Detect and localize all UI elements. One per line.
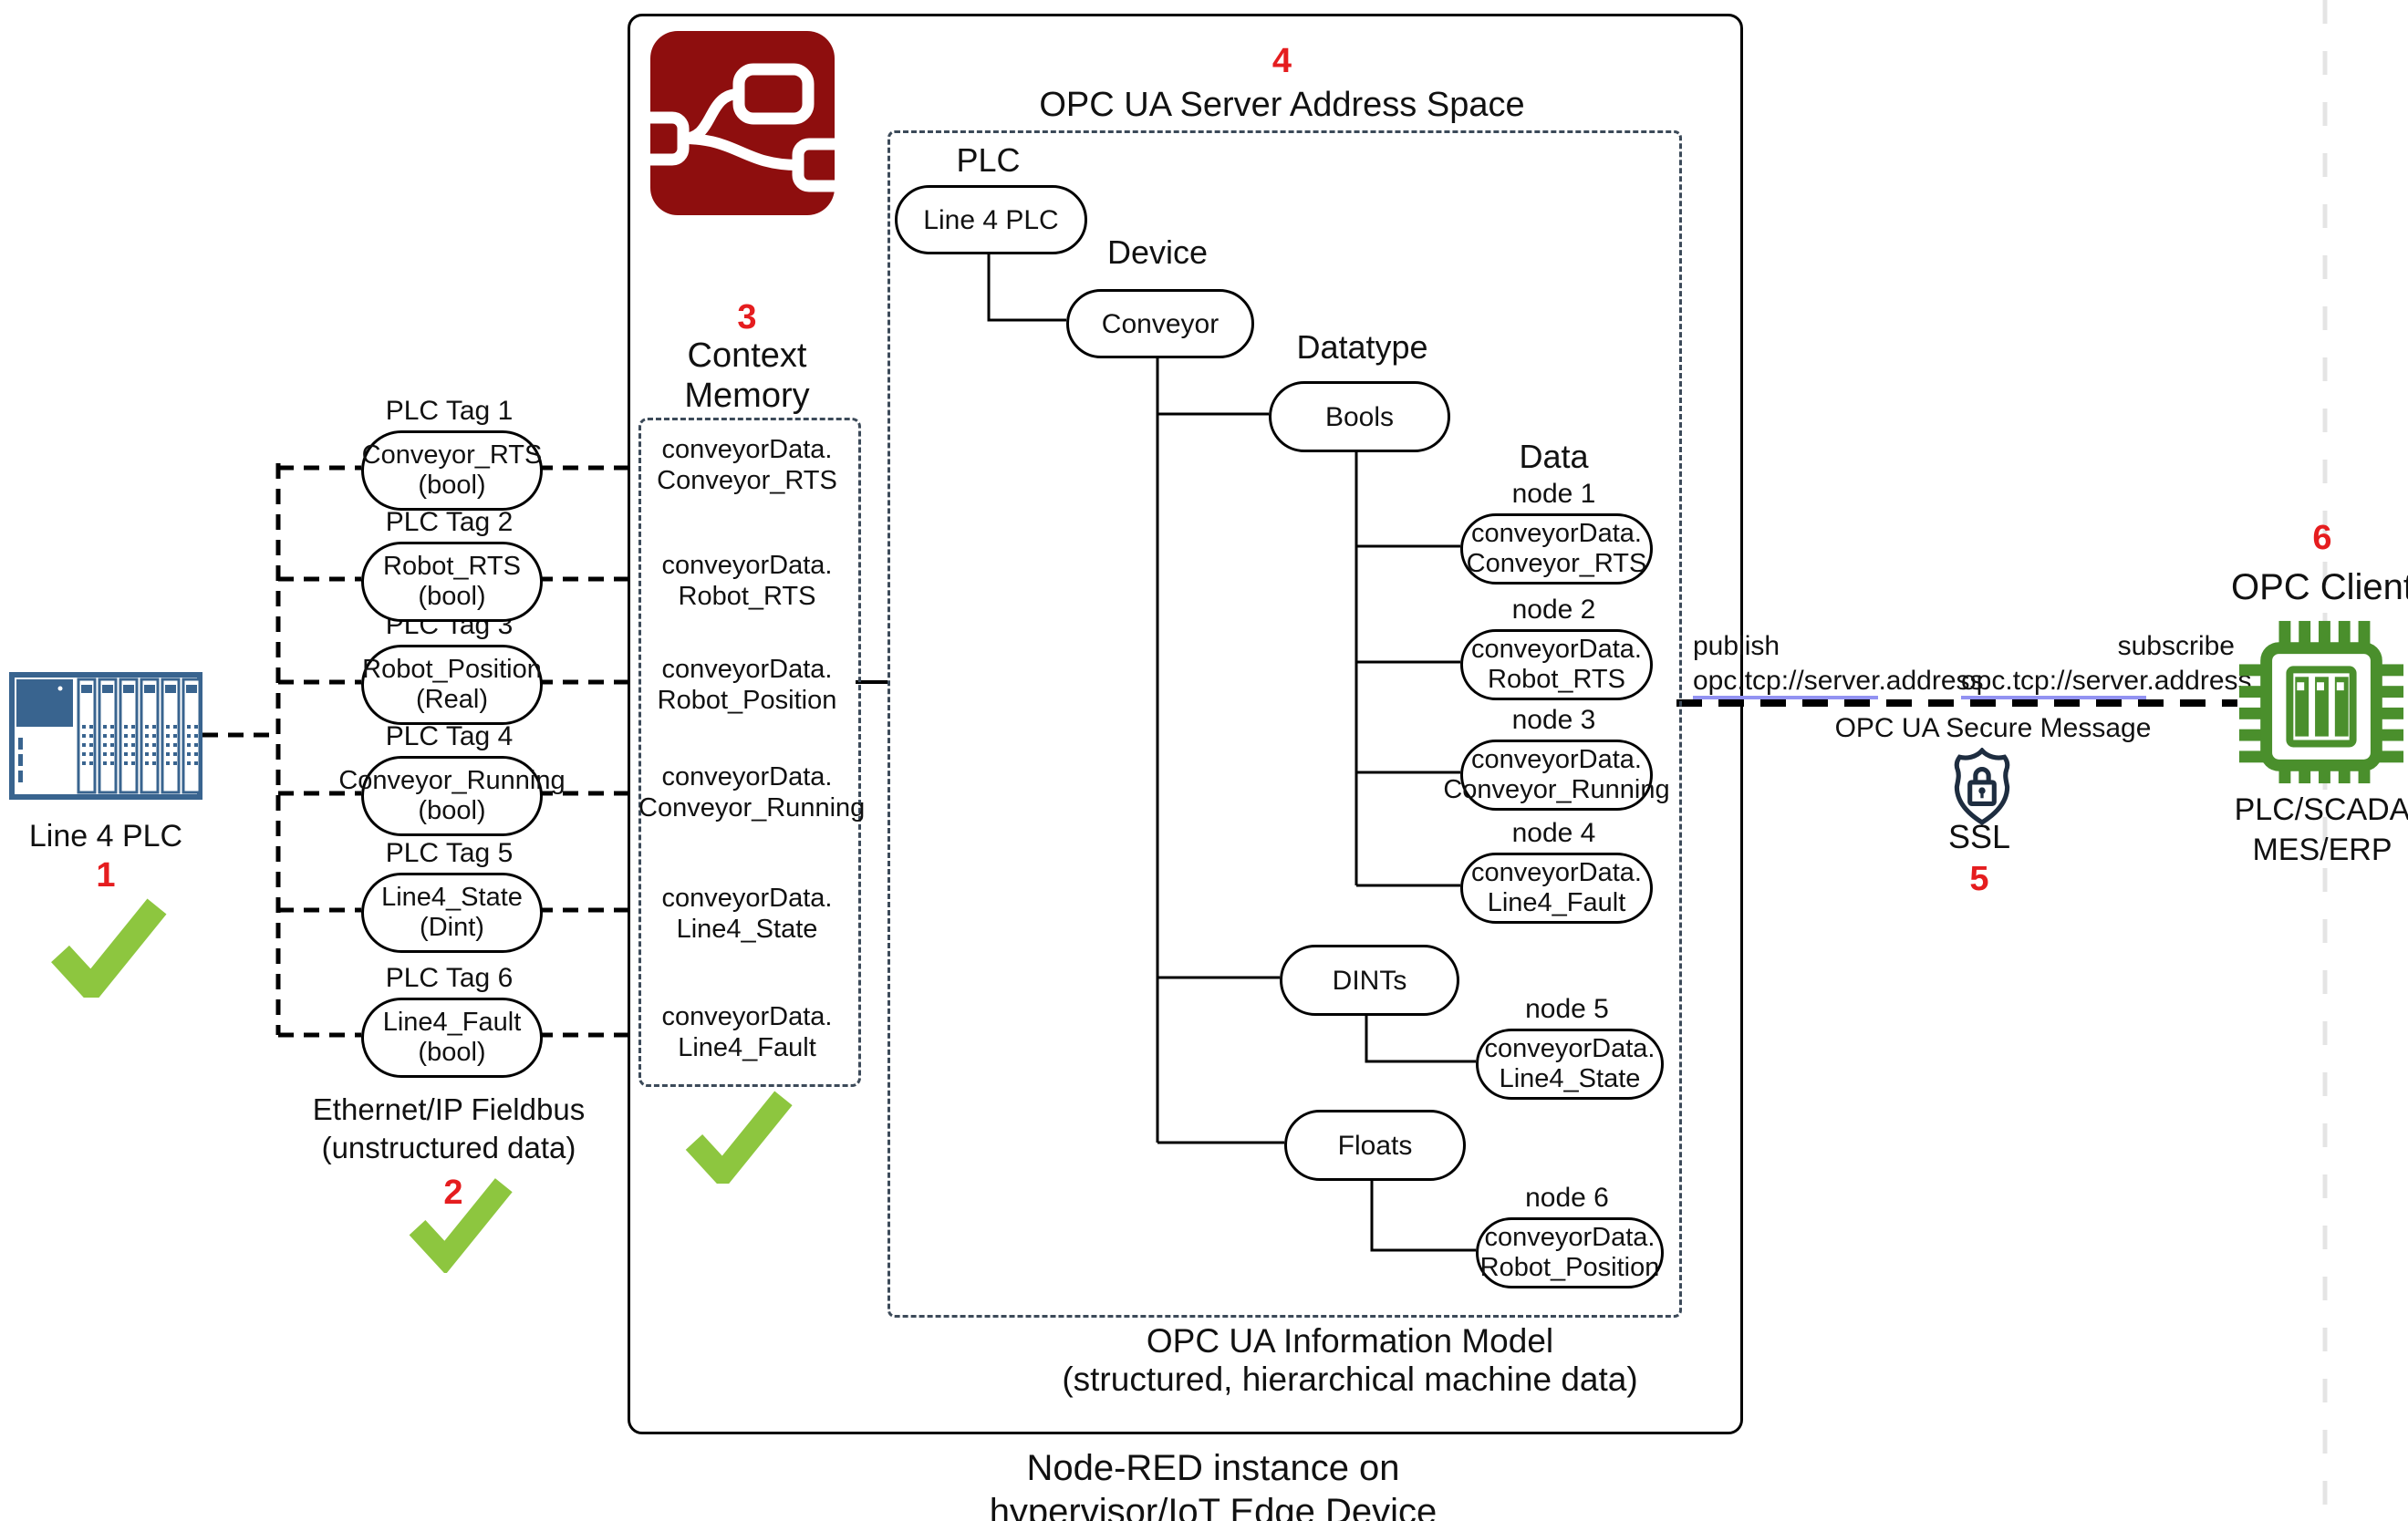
node-label: node 5 (1525, 994, 1609, 1024)
checkmark-icon (406, 1169, 514, 1273)
fieldbus-label: Ethernet/IP Fieldbus (unstructured data) (312, 1092, 586, 1164)
node-label: node 4 (1511, 818, 1596, 848)
plc-rack-icon (9, 672, 202, 800)
tree-data-node: conveyorData.Line4_State (1476, 1029, 1664, 1100)
tree-data-node: conveyorData.Conveyor_Running (1443, 740, 1670, 811)
context-memory-title: Context Memory (684, 336, 810, 415)
step-6: 6 (2312, 519, 2332, 557)
subscribe-label: subscribe opc.tcp://server.address (1961, 629, 2252, 699)
context-entry: conveyorData.Conveyor_RTS (657, 435, 837, 495)
tag-name: Conveyor_RTS (361, 440, 543, 470)
tag-name: Robot_RTS (383, 552, 521, 581)
nodered-caption: Node-RED instance on hypervisor/IoT Edge… (989, 1448, 1438, 1521)
secure-message-label: OPC UA Secure Message (1834, 713, 2152, 743)
step-4: 4 (1271, 42, 1292, 80)
step-3: 3 (737, 298, 757, 336)
context-entry: conveyorData.Robot_Position (657, 655, 837, 715)
nodered-instance-box (628, 14, 1743, 1434)
ssl-label: SSL (1947, 818, 2011, 855)
address-space-title: OPC UA Server Address Space (1039, 86, 1525, 124)
plc-tag-pill: Line4_Fault(bool) (361, 998, 543, 1078)
level-data-label: Data (1519, 438, 1589, 475)
checkmark-icon (47, 895, 168, 998)
tag-name: Line4_Fault (382, 1008, 522, 1037)
tree-data-node: conveyorData.Robot_RTS (1460, 629, 1653, 700)
information-model-caption: OPC UA Information Model (structured, hi… (1062, 1322, 1638, 1398)
plc-label: Line 4 PLC (28, 819, 183, 854)
plc-tag-pill: Line4_State(Dint) (361, 873, 543, 953)
address-space-box (887, 130, 1682, 1318)
tag-type: (Dint) (420, 913, 484, 942)
context-entry: conveyorData.Line4_Fault (661, 1002, 833, 1062)
tree-data-node: conveyorData.Robot_Position (1476, 1217, 1664, 1288)
opc-client-title: OPC Client (2230, 567, 2408, 607)
plc-tag-pill: Conveyor_RTS(bool) (361, 430, 543, 511)
tag-name: Line4_State (381, 883, 523, 912)
tree-data-node: conveyorData.Line4_Fault (1460, 853, 1653, 924)
plc-tag-title: PLC Tag 5 (385, 838, 514, 868)
tag-type: (bool) (418, 1038, 486, 1067)
publish-label: publish opc.tcp://server.address (1693, 629, 1984, 699)
node-red-icon (650, 31, 835, 215)
plc-tag-title: PLC Tag 4 (385, 721, 514, 751)
plc-tag-title: PLC Tag 2 (385, 507, 514, 537)
step-2: 2 (443, 1174, 463, 1212)
context-entry: conveyorData.Conveyor_Running (638, 762, 866, 823)
plc-tag-pill: Robot_RTS(bool) (361, 542, 543, 622)
checkmark-icon (682, 1087, 794, 1184)
node-label: node 2 (1511, 595, 1596, 625)
level-device-label: Device (1106, 233, 1209, 271)
tag-name: Robot_Position (362, 655, 542, 684)
node-label: node 1 (1511, 479, 1596, 509)
tree-node-conveyor: Conveyor (1066, 289, 1254, 358)
plc-tag-pill: Robot_Position(Real) (361, 645, 543, 725)
tree-data-node: conveyorData.Conveyor_RTS (1460, 513, 1653, 585)
tag-type: (bool) (418, 796, 486, 825)
tag-type: (Real) (416, 685, 488, 714)
plc-tag-title: PLC Tag 6 (385, 963, 514, 993)
context-memory-box (638, 418, 861, 1087)
tree-node-dints: DINTs (1280, 945, 1459, 1016)
context-entry: conveyorData.Robot_RTS (661, 551, 833, 611)
node-label: node 6 (1525, 1183, 1609, 1213)
chip-icon (2236, 613, 2407, 792)
step-5: 5 (1969, 860, 1989, 898)
client-systems-label: PLC/SCADA MES/ERP (2234, 792, 2408, 867)
tree-node-bools: Bools (1269, 381, 1450, 452)
level-plc-label: PLC (956, 141, 1021, 179)
tag-type: (bool) (418, 582, 486, 611)
step-1: 1 (96, 856, 116, 895)
plc-tag-title: PLC Tag 1 (385, 396, 514, 426)
tag-name: Conveyor_Running (338, 766, 566, 795)
tree-node-line4plc: Line 4 PLC (895, 185, 1087, 254)
node-label: node 3 (1511, 705, 1596, 735)
context-entry: conveyorData.Line4_State (661, 884, 833, 944)
ssl-shield-icon (1952, 748, 2012, 826)
tag-type: (bool) (418, 471, 486, 500)
level-datatype-label: Datatype (1296, 328, 1428, 366)
plc-tag-pill: Conveyor_Running(bool) (338, 756, 566, 836)
publish-url: opc.tcp://server.address (1693, 664, 1984, 699)
tree-node-floats: Floats (1284, 1110, 1466, 1181)
subscribe-url: opc.tcp://server.address (1961, 664, 2252, 699)
